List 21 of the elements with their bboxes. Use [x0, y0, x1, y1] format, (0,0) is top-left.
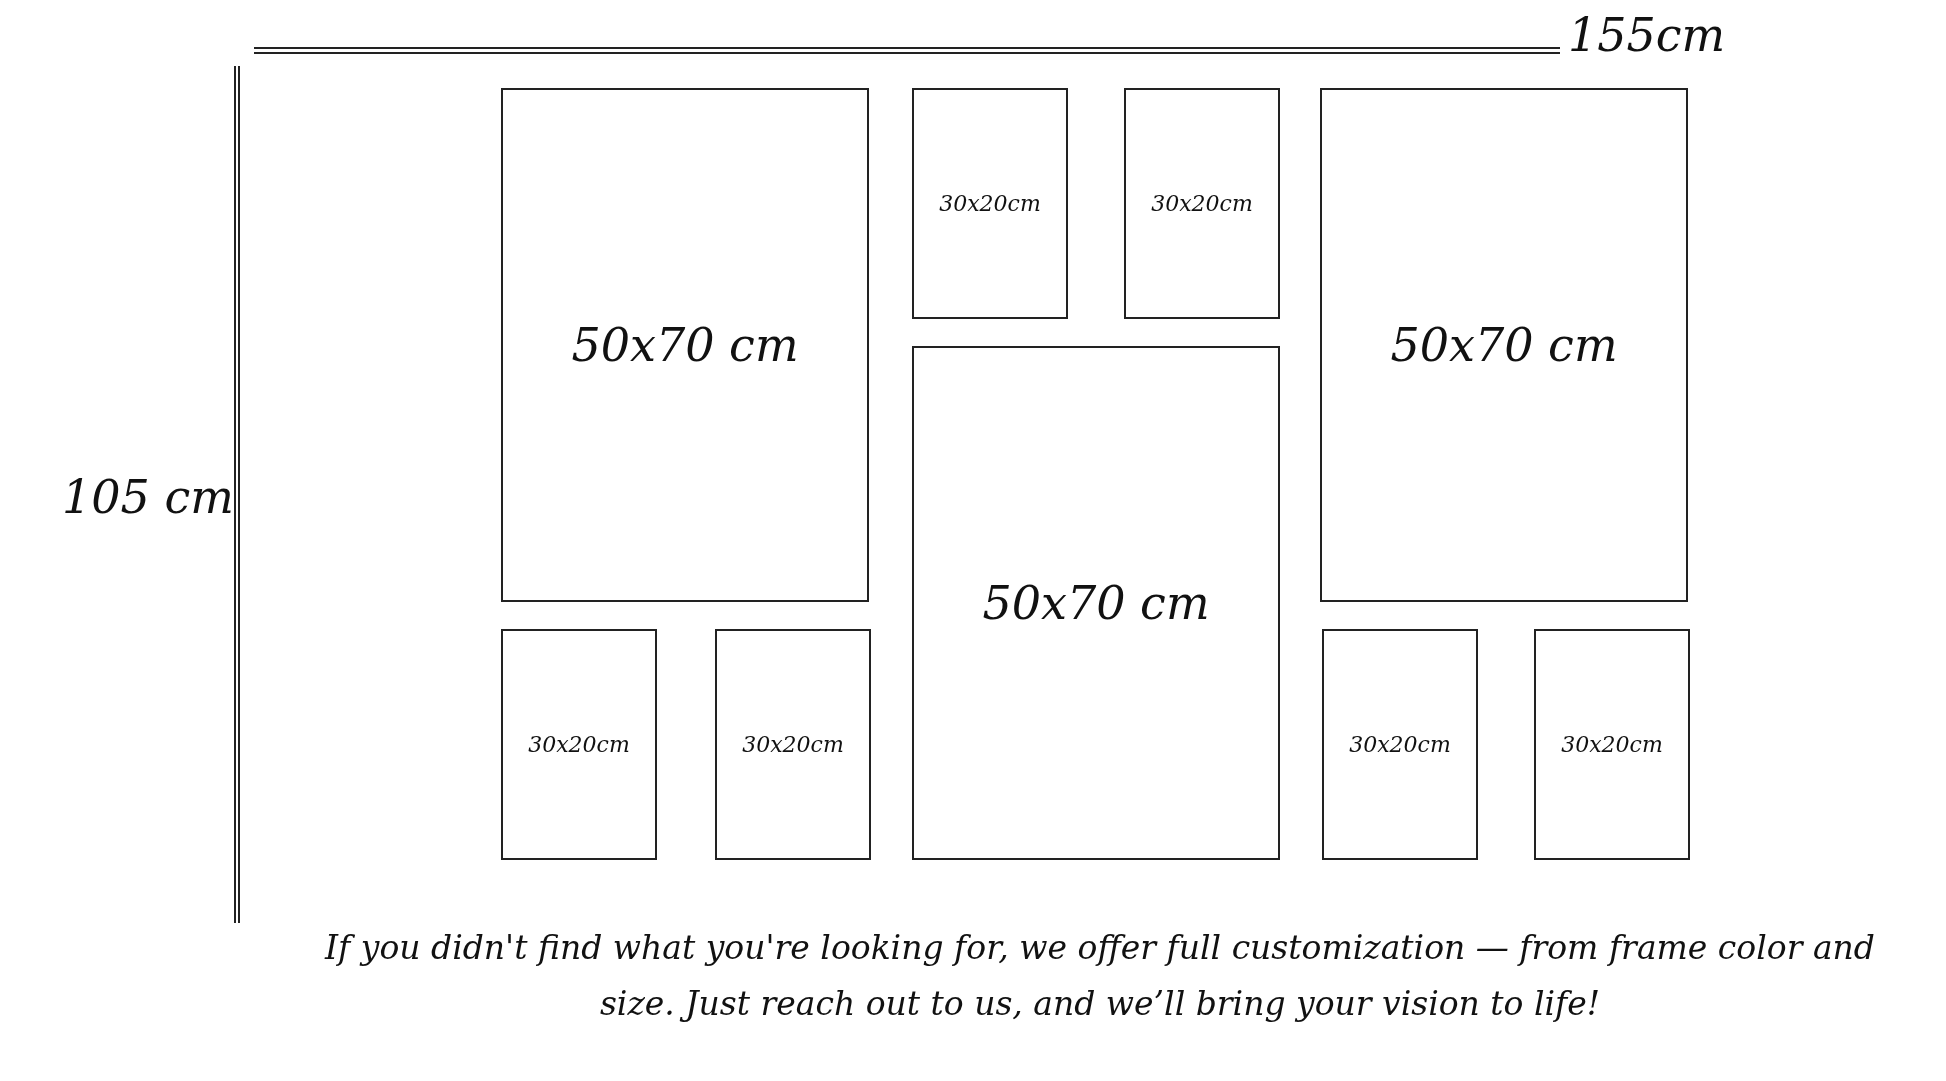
small-frame: [715, 629, 871, 860]
dimension-label: 105 cm: [62, 470, 234, 524]
size-label: 50x70 cm: [1390, 318, 1618, 372]
caption-text: If you didn't find what you're looking for, we offer full customization — from frame color and size. Just reach out to us, and we’ll bring your vision to life!: [323, 927, 1876, 1025]
small-frame: [501, 629, 657, 860]
large-frame: [912, 346, 1280, 860]
small-frame: [912, 88, 1068, 319]
size-label: 30x20cm: [1561, 732, 1663, 757]
large-frame: [1320, 88, 1688, 602]
size-label: 30x20cm: [1151, 191, 1253, 216]
size-label: 50x70 cm: [982, 576, 1210, 630]
large-frame: [501, 88, 869, 602]
dimension-label: 155cm: [1568, 8, 1726, 62]
size-label: 30x20cm: [528, 732, 630, 757]
size-label: 30x20cm: [1349, 732, 1451, 757]
size-label: 30x20cm: [742, 732, 844, 757]
small-frame: [1124, 88, 1280, 319]
size-label: 30x20cm: [939, 191, 1041, 216]
size-label: 50x70 cm: [571, 318, 799, 372]
small-frame: [1322, 629, 1478, 860]
small-frame: [1534, 629, 1690, 860]
